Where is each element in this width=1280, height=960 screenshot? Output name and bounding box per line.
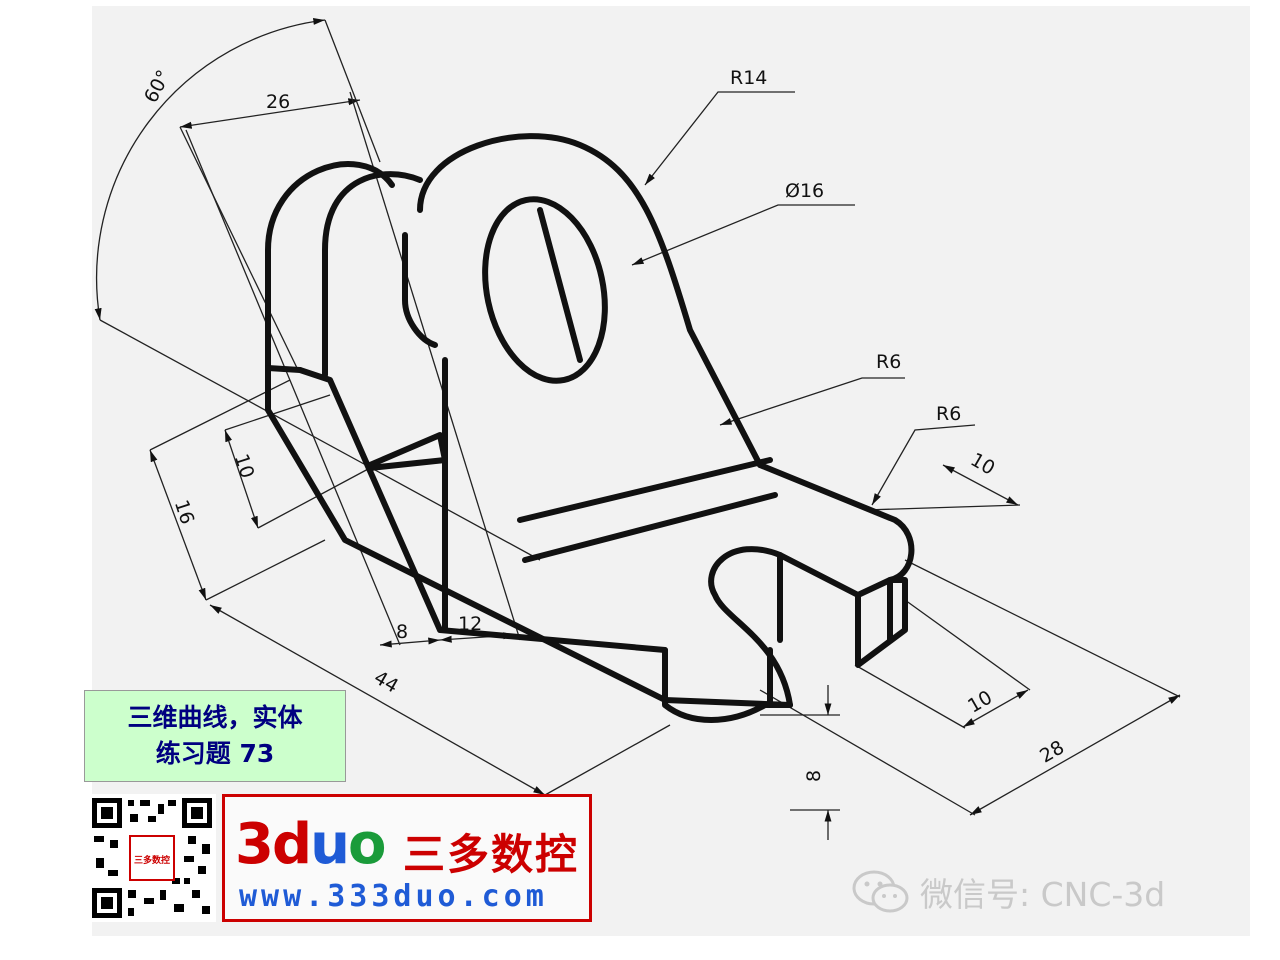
wechat-icon <box>852 870 909 913</box>
brand-url-link[interactable]: www.333duo.com <box>239 879 548 914</box>
watermark-text: 微信号: CNC-3d <box>920 875 1166 914</box>
dim-10-lower: 10 <box>964 686 996 717</box>
exercise-title-box: 三维曲线，实体 练习题 73 <box>84 690 346 782</box>
dim-dia16: Ø16 <box>785 180 824 202</box>
qr-badge-text: 三多数控 <box>134 854 170 866</box>
dim-8-bottom: 8 <box>396 621 408 643</box>
brand-char-u: u <box>310 812 350 877</box>
qr-code: 三多数控 <box>88 794 216 922</box>
dim-r6-lower: R6 <box>936 403 961 425</box>
dim-26: 26 <box>266 91 290 113</box>
brand-char-o: o <box>347 812 387 877</box>
brand-char-3: 3 <box>235 812 274 877</box>
dim-28: 28 <box>1036 736 1068 767</box>
dim-angle-60: 60° <box>140 67 175 107</box>
dim-12: 12 <box>458 613 482 635</box>
brand-chinese-name: 三多数控 <box>403 830 580 879</box>
dim-r14: R14 <box>730 67 767 89</box>
part-outline <box>265 133 915 723</box>
dim-44: 44 <box>370 666 402 697</box>
title-line-1: 三维曲线，实体 <box>127 703 303 732</box>
dim-r6-upper: R6 <box>876 351 901 373</box>
title-line-2: 练习题 73 <box>155 739 275 768</box>
brand-char-d: d <box>271 812 312 877</box>
brand-logo-box[interactable]: 3duo 三多数控 www.333duo.com <box>222 794 592 922</box>
brand-wordmark: 3duo <box>235 812 387 877</box>
dim-10-right: 10 <box>967 449 999 480</box>
dim-16: 16 <box>170 497 198 527</box>
dim-8-right: 8 <box>803 770 825 782</box>
wechat-watermark: 微信号: CNC-3d <box>852 868 1165 916</box>
dim-10-left: 10 <box>230 451 258 481</box>
dimension-lines <box>94 17 1181 840</box>
